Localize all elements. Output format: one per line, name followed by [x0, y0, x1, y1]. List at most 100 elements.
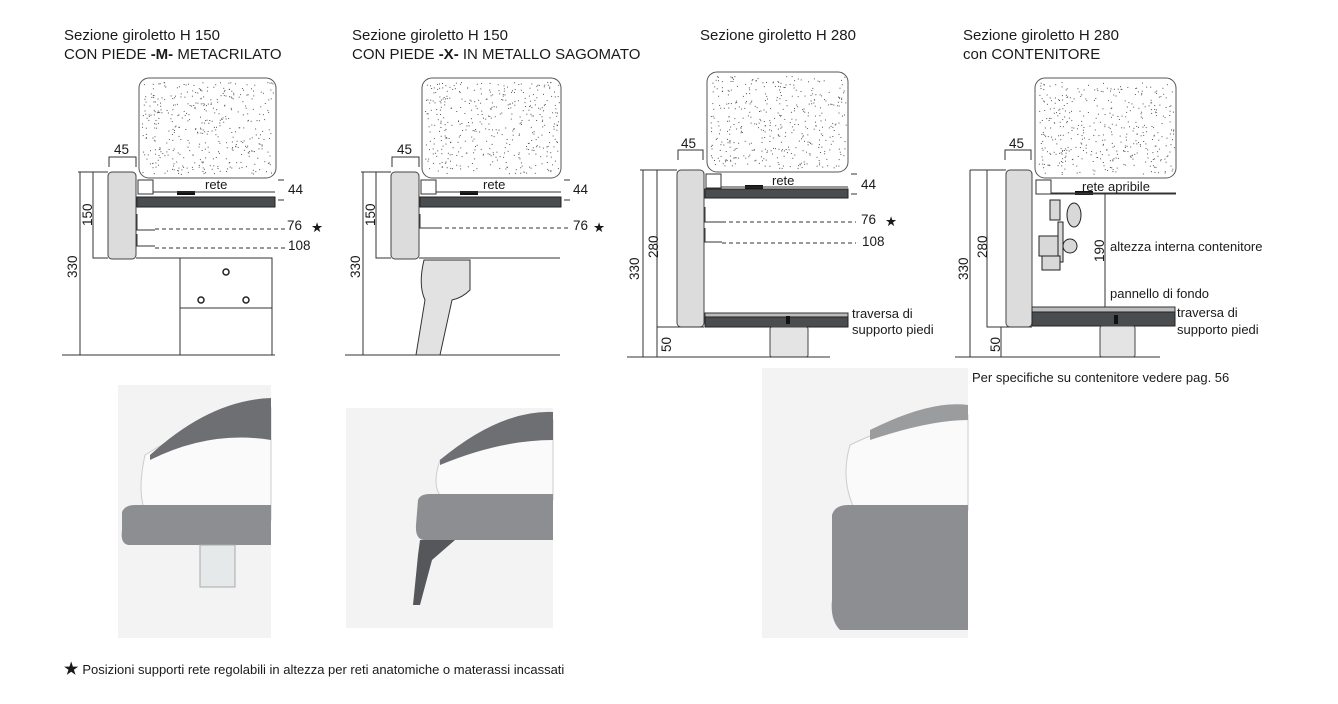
stipple-dot [744, 107, 746, 109]
stipple-dot [215, 129, 217, 131]
stipple-dot [782, 108, 784, 110]
stipple-dot [527, 143, 529, 144]
stipple-dot [158, 83, 160, 85]
stipple-dot [718, 160, 720, 162]
stipple-dot [1083, 127, 1085, 128]
stipple-dot [725, 151, 727, 152]
stipple-dot [189, 105, 191, 107]
stipple-dot [1154, 171, 1156, 173]
stipple-dot [543, 104, 545, 106]
stipple-dot [203, 96, 205, 98]
stipple-dot [801, 167, 803, 169]
stipple-dot [1092, 169, 1094, 171]
stipple-dot [829, 136, 831, 138]
stipple-dot [450, 160, 451, 162]
stipple-dot [531, 107, 533, 109]
stipple-dot [1133, 127, 1135, 129]
stipple-dot [430, 109, 432, 111]
stipple-dot [1071, 101, 1073, 103]
stipple-dot [215, 134, 217, 136]
headboard [676, 169, 705, 328]
stipple-dot [248, 151, 250, 152]
stipple-dot [1095, 141, 1097, 143]
stipple-dot [525, 106, 527, 107]
stipple-dot [756, 107, 758, 109]
stipple-dot [1055, 84, 1057, 86]
stipple-dot [492, 129, 493, 131]
stipple-dot [717, 121, 719, 123]
stipple-dot [755, 89, 757, 91]
stipple-dot [526, 148, 528, 150]
stipple-dot [459, 165, 461, 167]
stipple-dot [1049, 108, 1051, 110]
stipple-dot [497, 132, 498, 134]
stipple-dot [1039, 110, 1041, 112]
stipple-dot [1041, 134, 1043, 136]
stipple-dot [167, 154, 169, 156]
stipple-dot [1083, 89, 1085, 91]
stipple-dot [779, 98, 781, 100]
stipple-dot [721, 87, 723, 89]
stipple-dot [235, 83, 236, 85]
stipple-dot [1086, 152, 1088, 154]
stipple-dot [223, 91, 225, 93]
stipple-dot [793, 84, 795, 86]
stipple-dot [550, 156, 552, 158]
stipple-dot [1062, 150, 1064, 152]
stipple-dot [523, 171, 525, 173]
stipple-dot [1098, 135, 1100, 137]
stipple-dot [1076, 172, 1078, 174]
stipple-dot [766, 103, 768, 105]
stipple-dot [432, 162, 434, 164]
stipple-dot [442, 87, 444, 89]
panel-subtitle: con CONTENITORE [963, 46, 1100, 63]
stipple-dot [481, 83, 483, 85]
stipple-dot [1157, 155, 1159, 157]
stipple-dot [1147, 149, 1149, 151]
footnote: ★Posizioni supporti rete regolabili in a… [64, 661, 564, 678]
stipple-dot [734, 148, 736, 150]
stipple-dot [446, 98, 448, 100]
stipple-dot [426, 113, 428, 115]
stipple-dot [794, 124, 796, 125]
stipple-dot [1095, 97, 1097, 99]
stipple-dot [1143, 134, 1145, 136]
stipple-dot [1054, 102, 1056, 104]
stipple-dot [1093, 173, 1095, 175]
stipple-dot [142, 126, 143, 128]
stipple-dot [457, 141, 459, 143]
stipple-dot [432, 153, 434, 155]
stipple-dot [144, 154, 146, 156]
stipple-dot [492, 152, 494, 154]
stipple-dot [788, 149, 790, 151]
stipple-dot [838, 148, 840, 150]
stipple-dot [268, 162, 270, 164]
stipple-dot [528, 95, 530, 97]
stipple-dot [482, 154, 484, 156]
stipple-dot [462, 130, 464, 132]
label-pannello: pannello di fondo [1110, 286, 1209, 301]
stipple-dot [773, 147, 774, 149]
stipple-dot [219, 125, 221, 127]
stipple-dot [194, 106, 196, 108]
stipple-dot [231, 141, 233, 143]
mattress [138, 77, 277, 179]
dim-width: 45 [681, 136, 696, 151]
stipple-dot [798, 140, 800, 142]
stipple-dot [1110, 101, 1112, 103]
stipple-dot [142, 172, 144, 173]
stipple-dot [1140, 145, 1141, 147]
stipple-dot [192, 90, 194, 92]
stipple-dot [1066, 149, 1068, 151]
panel-title: Sezione giroletto H 280 [963, 27, 1119, 44]
stipple-dot [492, 161, 494, 163]
stipple-dot [489, 116, 491, 117]
stipple-dot [1156, 92, 1157, 94]
stipple-dot [557, 121, 559, 123]
stipple-dot [1145, 143, 1147, 145]
stipple-dot [784, 135, 786, 137]
stipple-dot [749, 143, 751, 145]
stipple-dot [724, 159, 726, 161]
stipple-dot [224, 105, 226, 107]
stipple-dot [745, 157, 747, 159]
